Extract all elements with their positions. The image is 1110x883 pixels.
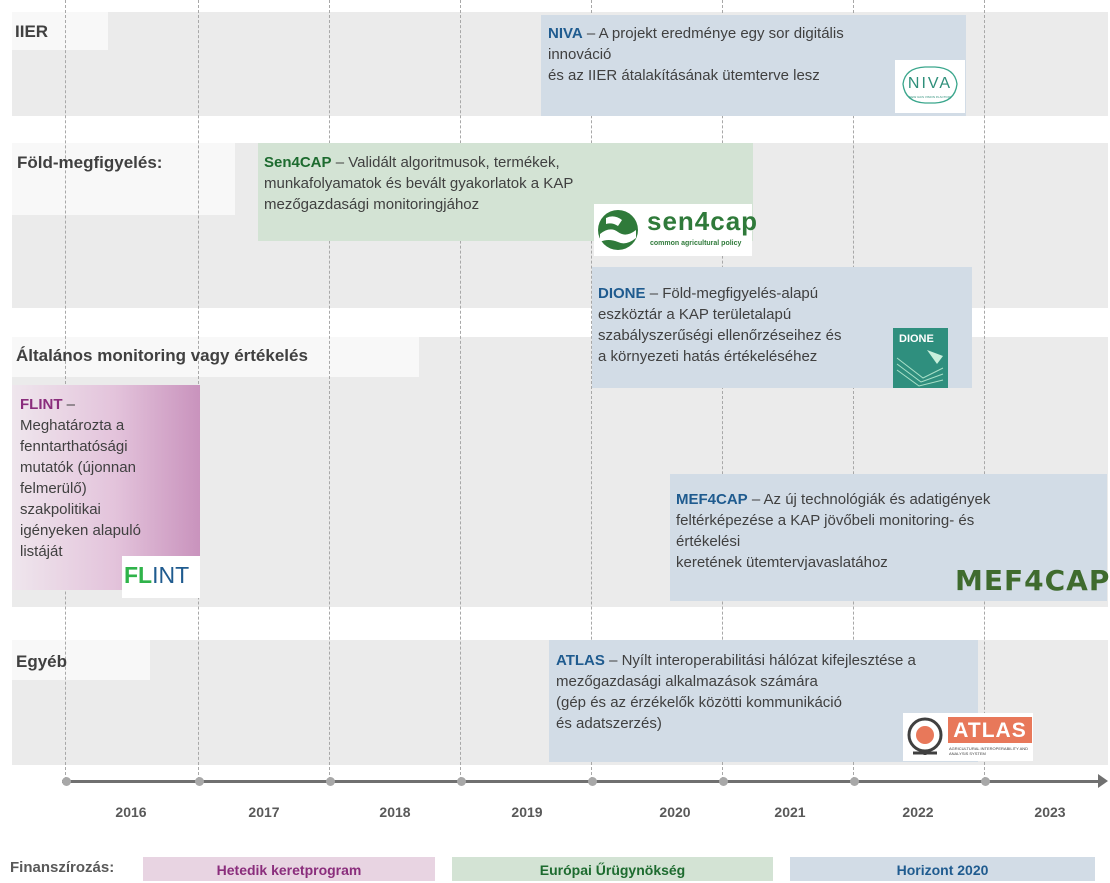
project-flint: FLINT – Meghatározta a fenntarthatósági … — [12, 385, 200, 590]
flint-logo-text-b: INT — [152, 562, 190, 588]
row-label-bg-other — [12, 640, 150, 680]
project-sen4cap-line: mezőgazdasági monitoringjához — [264, 196, 480, 213]
project-flint-line: Meghatározta a — [20, 417, 125, 434]
timeline-tick — [195, 777, 204, 786]
timeline-axis — [62, 780, 1102, 783]
dione-logo-text: DIONE — [899, 333, 934, 345]
year-label: 2016 — [115, 804, 147, 820]
project-atlas-line: mezőgazdasági alkalmazások számára — [556, 673, 818, 690]
mef4cap-logo-text: MEF4CAP — [955, 564, 1110, 597]
timeline-tick — [719, 777, 728, 786]
project-mef4cap-line: keretének ütemtervjavaslatához — [676, 554, 888, 571]
project-mef4cap-line: – Az új technológiák és adatigények — [751, 491, 991, 508]
funding-label: Finanszírozás: — [10, 859, 115, 876]
year-label: 2017 — [248, 804, 280, 820]
project-sen4cap-name: Sen4CAP — [264, 154, 332, 171]
project-sen4cap-line: munkafolyamatok és bevált gyakorlatok a … — [264, 175, 574, 192]
funding-legend-esa: Európai Űrügynökség — [452, 857, 773, 881]
project-atlas-name: ATLAS — [556, 652, 605, 669]
year-divider-line — [329, 0, 330, 785]
year-label: 2020 — [659, 804, 691, 820]
project-mef4cap-name: MEF4CAP — [676, 491, 748, 508]
timeline-tick — [326, 777, 335, 786]
project-flint-line: igényeken alapuló — [20, 522, 141, 539]
row-label-bg-earth-observation — [12, 143, 235, 215]
niva-logo: NIVA NEW IACS VISION IN ACTION — [895, 60, 965, 113]
year-label: 2022 — [902, 804, 934, 820]
timeline-tick — [850, 777, 859, 786]
year-label: 2018 — [379, 804, 411, 820]
timeline-tick — [588, 777, 597, 786]
project-flint-line: szakpolitikai — [20, 501, 101, 518]
row-label-iier: IIER — [15, 22, 49, 41]
row-label-bg-iier — [12, 12, 108, 50]
row-label-general-monitoring: Általános monitoring vagy értékelés — [16, 346, 308, 365]
project-dione-name: DIONE — [598, 285, 646, 302]
project-atlas-line: (gép és az érzékelők közötti kommunikáci… — [556, 694, 842, 711]
niva-logo-text: NIVA — [907, 75, 953, 92]
project-dione-line: a környezeti hatás értékeléséhez — [598, 348, 818, 365]
timeline-tick — [981, 777, 990, 786]
year-divider-line — [460, 0, 461, 785]
year-label: 2019 — [511, 804, 543, 820]
sen4cap-logo: sen4cap common agricultural policy — [594, 204, 757, 256]
sen4cap-logo-subtext: common agricultural policy — [650, 240, 742, 247]
timeline-arrow-icon — [1098, 774, 1108, 788]
project-niva-line: – A projekt eredménye egy sor digitális — [586, 25, 844, 42]
row-label-earth-observation: Föld-megfigyelés: — [17, 153, 163, 172]
row-label-other: Egyéb — [16, 652, 68, 671]
flint-logo-text-a: FL — [124, 562, 153, 588]
niva-logo-subtext: NEW IACS VISION IN ACTION — [909, 95, 951, 99]
year-divider-line — [984, 0, 985, 785]
project-flint-line: felmerülő) — [20, 480, 87, 497]
project-flint-line: listáját — [20, 543, 63, 560]
project-atlas: ATLAS – Nyílt interoperabilitási hálózat… — [549, 640, 978, 762]
project-sen4cap-line: – Validált algoritmusok, termékek, — [335, 154, 560, 171]
project-flint-line: mutatók (újonnan — [20, 459, 136, 476]
atlas-logo: ATLAS AGRICULTURAL INTEROPERABILITY AND … — [903, 713, 1033, 761]
funding-legend-h2020: Horizont 2020 — [790, 857, 1095, 881]
project-flint-name: FLINT — [20, 396, 63, 413]
project-dione-line: eszköztár a KAP területalapú — [598, 306, 792, 323]
dione-logo: DIONE — [893, 328, 948, 388]
sen4cap-logo-text: sen4cap — [647, 206, 759, 236]
year-label: 2021 — [774, 804, 806, 820]
year-divider-line — [591, 0, 592, 785]
mef4cap-logo: MEF4CAP — [953, 563, 1109, 601]
project-mef4cap-line: értékelési — [676, 533, 741, 550]
year-divider-line — [853, 0, 854, 785]
funding-legend-fp7: Hetedik keretprogram — [143, 857, 435, 881]
project-niva-line: innováció — [548, 46, 612, 63]
timeline-tick — [457, 777, 466, 786]
atlas-logo-text: ATLAS — [948, 717, 1032, 743]
project-niva-line: és az IIER átalakításának ütemterve lesz — [548, 67, 820, 84]
atlas-logo-subtext: AGRICULTURAL INTEROPERABILITY AND ANALYS… — [949, 746, 1029, 756]
project-atlas-line: és adatszerzés) — [556, 715, 662, 732]
project-mef4cap: MEF4CAP – Az új technológiák és adatigén… — [670, 474, 1107, 601]
timeline-tick — [62, 777, 71, 786]
project-mef4cap-line: feltérképezése a KAP jövőbeli monitoring… — [676, 512, 975, 529]
project-flint-line: – — [66, 396, 76, 413]
flint-logo: FLINT — [122, 556, 200, 598]
project-flint-line: fenntarthatósági — [20, 438, 128, 455]
project-dione-line: szabályszerűségi ellenőrzéseihez és — [598, 327, 842, 344]
row-label-bg-general-monitoring — [12, 337, 419, 377]
project-atlas-line: – Nyílt interoperabilitási hálózat kifej… — [609, 652, 916, 669]
project-dione-line: – Föld-megfigyelés-alapú — [649, 285, 819, 302]
project-niva-name: NIVA — [548, 25, 583, 42]
year-divider-line — [722, 0, 723, 785]
year-label: 2023 — [1034, 804, 1066, 820]
